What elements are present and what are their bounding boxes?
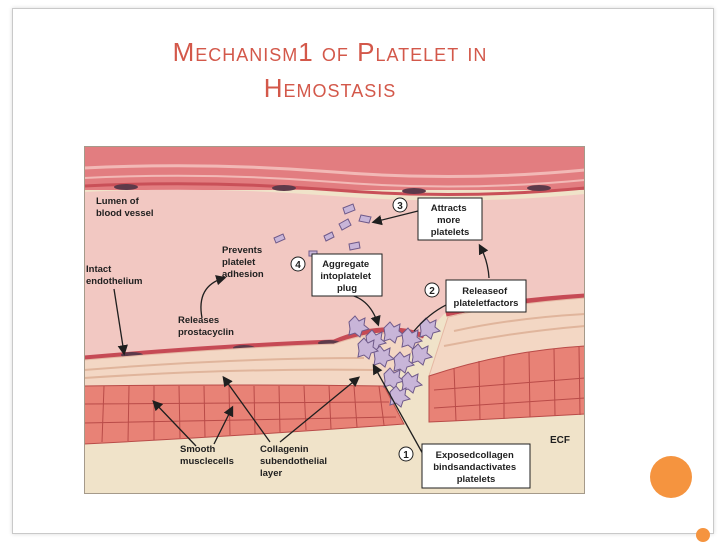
step-1-circle (398, 446, 414, 462)
step-2-text: Releaseof plateletfactors (454, 286, 519, 309)
prevents-adhesion-label: Prevents platelet adhesion (222, 245, 265, 280)
arrow-smooth-muscle-1 (152, 400, 197, 447)
slide-frame (12, 8, 714, 534)
arrow-collagen-2 (279, 376, 361, 443)
platelet-plug (348, 315, 442, 408)
step-4-circle (290, 256, 306, 272)
arrow-release-to-attracts (478, 243, 490, 279)
free-platelets (273, 203, 372, 257)
decorative-circle-large (650, 456, 692, 498)
releases-prostacyclin-label: Releases prostacyclin (178, 315, 234, 338)
step-3-text: Attracts more platelets (431, 203, 470, 238)
arrow-intact-endothelium (113, 288, 128, 356)
lumen-label: Lumen of blood vessel (96, 196, 154, 219)
arrow-attracts-to-platelets (371, 209, 423, 226)
step-4-number: 4 (295, 260, 301, 271)
arrow-smooth-muscle-2 (213, 405, 234, 445)
smooth-muscle-left (84, 384, 405, 445)
step-3-circle (392, 197, 408, 213)
step-1-number: 1 (403, 450, 409, 461)
intact-endothelium-label: Intact endothelium (86, 264, 142, 287)
step-4-box (311, 253, 383, 297)
arrow-collagen-1 (222, 375, 271, 443)
slide-title-line-2: Hemostasis (263, 73, 397, 103)
ecf-label: ECF (550, 435, 570, 446)
step-1-box (421, 443, 531, 489)
platelet-hemostasis-diagram: Lumen of blood vessel Intact endothelium… (84, 146, 585, 494)
step-2-number: 2 (429, 286, 435, 297)
slide-title-line-1: Mechanism1 of Platelet in (172, 37, 488, 67)
decorative-circle-small (696, 528, 710, 542)
arrow-collagen-binds (372, 363, 425, 457)
arrow-prostacyclin-to-prevents (200, 275, 227, 319)
step-2-circle (424, 282, 440, 298)
step-4-text: Aggregate intoplatelet plug (320, 259, 373, 294)
collagen-layer-label: Collagenin subendothelial layer (260, 444, 330, 479)
step-3-box (417, 197, 483, 241)
step-1-text: Exposedcollagen bindsandactivates platel… (433, 450, 519, 485)
step-3-number: 3 (397, 201, 403, 212)
step-2-box (445, 279, 527, 313)
smooth-muscle-label: Smooth musclecells (180, 444, 234, 467)
